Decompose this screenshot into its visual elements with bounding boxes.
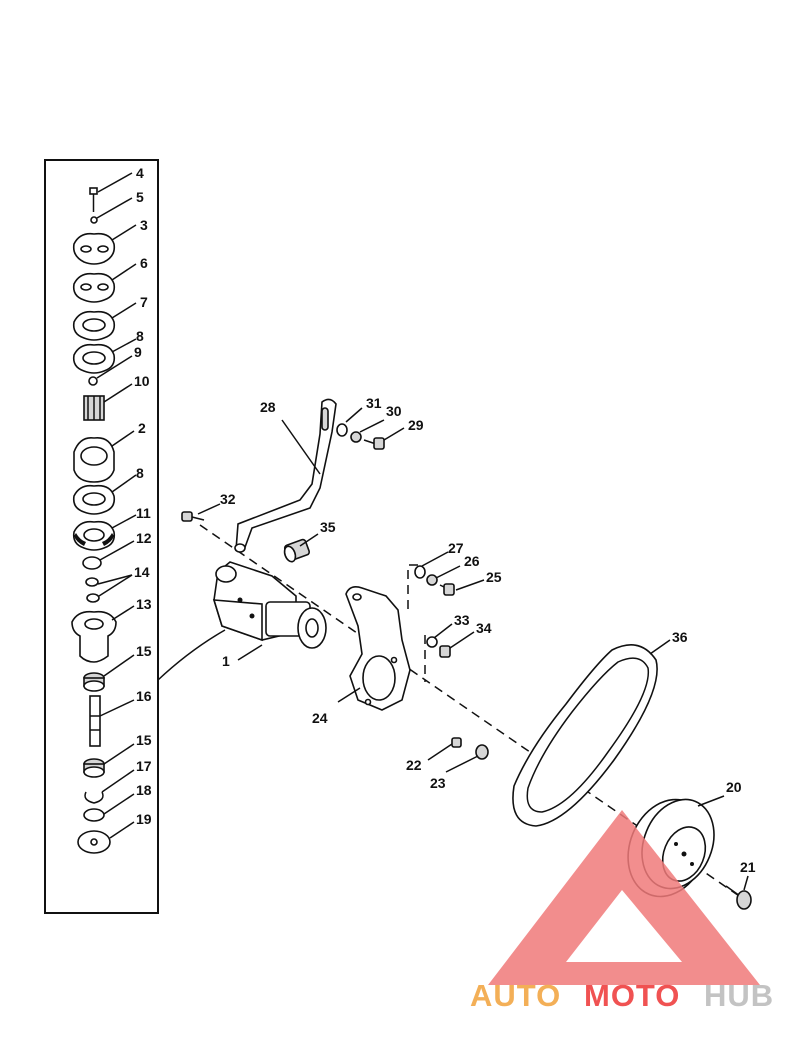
callout-22: 22 (406, 757, 422, 773)
part-oring-12 (82, 556, 102, 570)
callout-5: 5 (136, 189, 144, 205)
watermark-text-hub: HUB (704, 978, 774, 1013)
watermark-text-auto: AUTO (470, 978, 561, 1013)
part-bolt-25 (439, 583, 455, 596)
part-bolt-29 (363, 437, 385, 450)
part-cover-3 (72, 232, 116, 265)
part-shaft-16 (89, 695, 101, 747)
watermark-logo: AUTO MOTO HUB (470, 810, 774, 1013)
callout-6: 6 (140, 255, 148, 271)
inset-frame (44, 159, 159, 914)
part-pin-9 (88, 376, 98, 386)
callout-14: 14 (134, 564, 150, 580)
part-nut-22 (451, 737, 462, 748)
part-impeller-10 (83, 395, 105, 421)
part-bracket-24 (345, 586, 411, 711)
callout-7: 7 (140, 294, 148, 310)
part-washer-18 (83, 808, 105, 822)
main-leader-lines (197, 407, 749, 891)
callout-18: 18 (136, 782, 152, 798)
part-adjusting-arm-28 (234, 398, 337, 553)
callout-24: 24 (312, 710, 328, 726)
part-plate-8-upper (72, 343, 116, 374)
callout-26: 26 (464, 553, 480, 569)
part-washer-31 (336, 423, 348, 437)
part-bolt-32 (181, 511, 205, 522)
part-water-pump-1 (212, 561, 327, 649)
callout-8-upper: 8 (136, 328, 144, 344)
part-bolt-4 (89, 187, 98, 212)
callout-9: 9 (134, 344, 142, 360)
callout-15-upper: 15 (136, 643, 152, 659)
part-washer-30 (350, 431, 362, 443)
callout-11: 11 (136, 505, 151, 521)
part-housing-2 (73, 436, 115, 483)
callout-17: 17 (136, 758, 152, 774)
part-body-13 (71, 610, 117, 663)
callout-30: 30 (386, 403, 402, 419)
callout-1: 1 (222, 653, 230, 669)
part-bolt-21 (725, 885, 752, 910)
callout-35: 35 (320, 519, 336, 535)
part-washer-27 (414, 565, 426, 579)
part-washer-5 (90, 216, 98, 224)
bracket-dash (407, 564, 418, 610)
inset-connector-line (157, 629, 226, 681)
part-washer-33 (426, 636, 438, 648)
callout-15-lower: 15 (136, 732, 152, 748)
part-bearing-15-upper (83, 672, 105, 692)
callout-4: 4 (136, 165, 144, 181)
callout-13: 13 (136, 596, 152, 612)
part-nut-23 (475, 744, 489, 760)
callout-27: 27 (448, 540, 464, 556)
callout-3: 3 (140, 217, 148, 233)
callout-23: 23 (430, 775, 446, 791)
inset-leader-lines (96, 172, 137, 839)
callout-21: 21 (740, 859, 756, 875)
part-plate-8-lower (72, 484, 116, 515)
callout-31: 31 (366, 395, 382, 411)
watermark-triangle-icon (488, 810, 760, 985)
part-plate-11 (72, 520, 116, 551)
callout-32: 32 (220, 491, 236, 507)
callout-19: 19 (136, 811, 152, 827)
callout-33: 33 (454, 612, 470, 628)
callout-36: 36 (672, 629, 688, 645)
part-ring-14b (86, 593, 100, 603)
callout-8-lower: 8 (136, 465, 144, 481)
part-hub-19 (77, 830, 111, 854)
part-bolt-34 (439, 645, 451, 658)
part-plate-7 (72, 310, 116, 341)
part-washer-26 (426, 574, 438, 586)
callout-28: 28 (260, 399, 276, 415)
callout-10: 10 (134, 373, 150, 389)
part-bearing-15-lower (83, 758, 105, 778)
callout-29: 29 (408, 417, 424, 433)
callout-16: 16 (136, 688, 152, 704)
assembly-axis (199, 524, 746, 901)
callout-20: 20 (726, 779, 742, 795)
watermark-text-moto: MOTO (584, 978, 680, 1013)
callout-25: 25 (486, 569, 502, 585)
callout-12: 12 (136, 530, 152, 546)
callout-2: 2 (138, 420, 146, 436)
callout-34: 34 (476, 620, 492, 636)
part-snapring-17 (84, 791, 104, 804)
part-ring-14a (85, 577, 99, 587)
part-vbelt-36 (512, 644, 658, 827)
part-gasket-6 (72, 272, 116, 303)
